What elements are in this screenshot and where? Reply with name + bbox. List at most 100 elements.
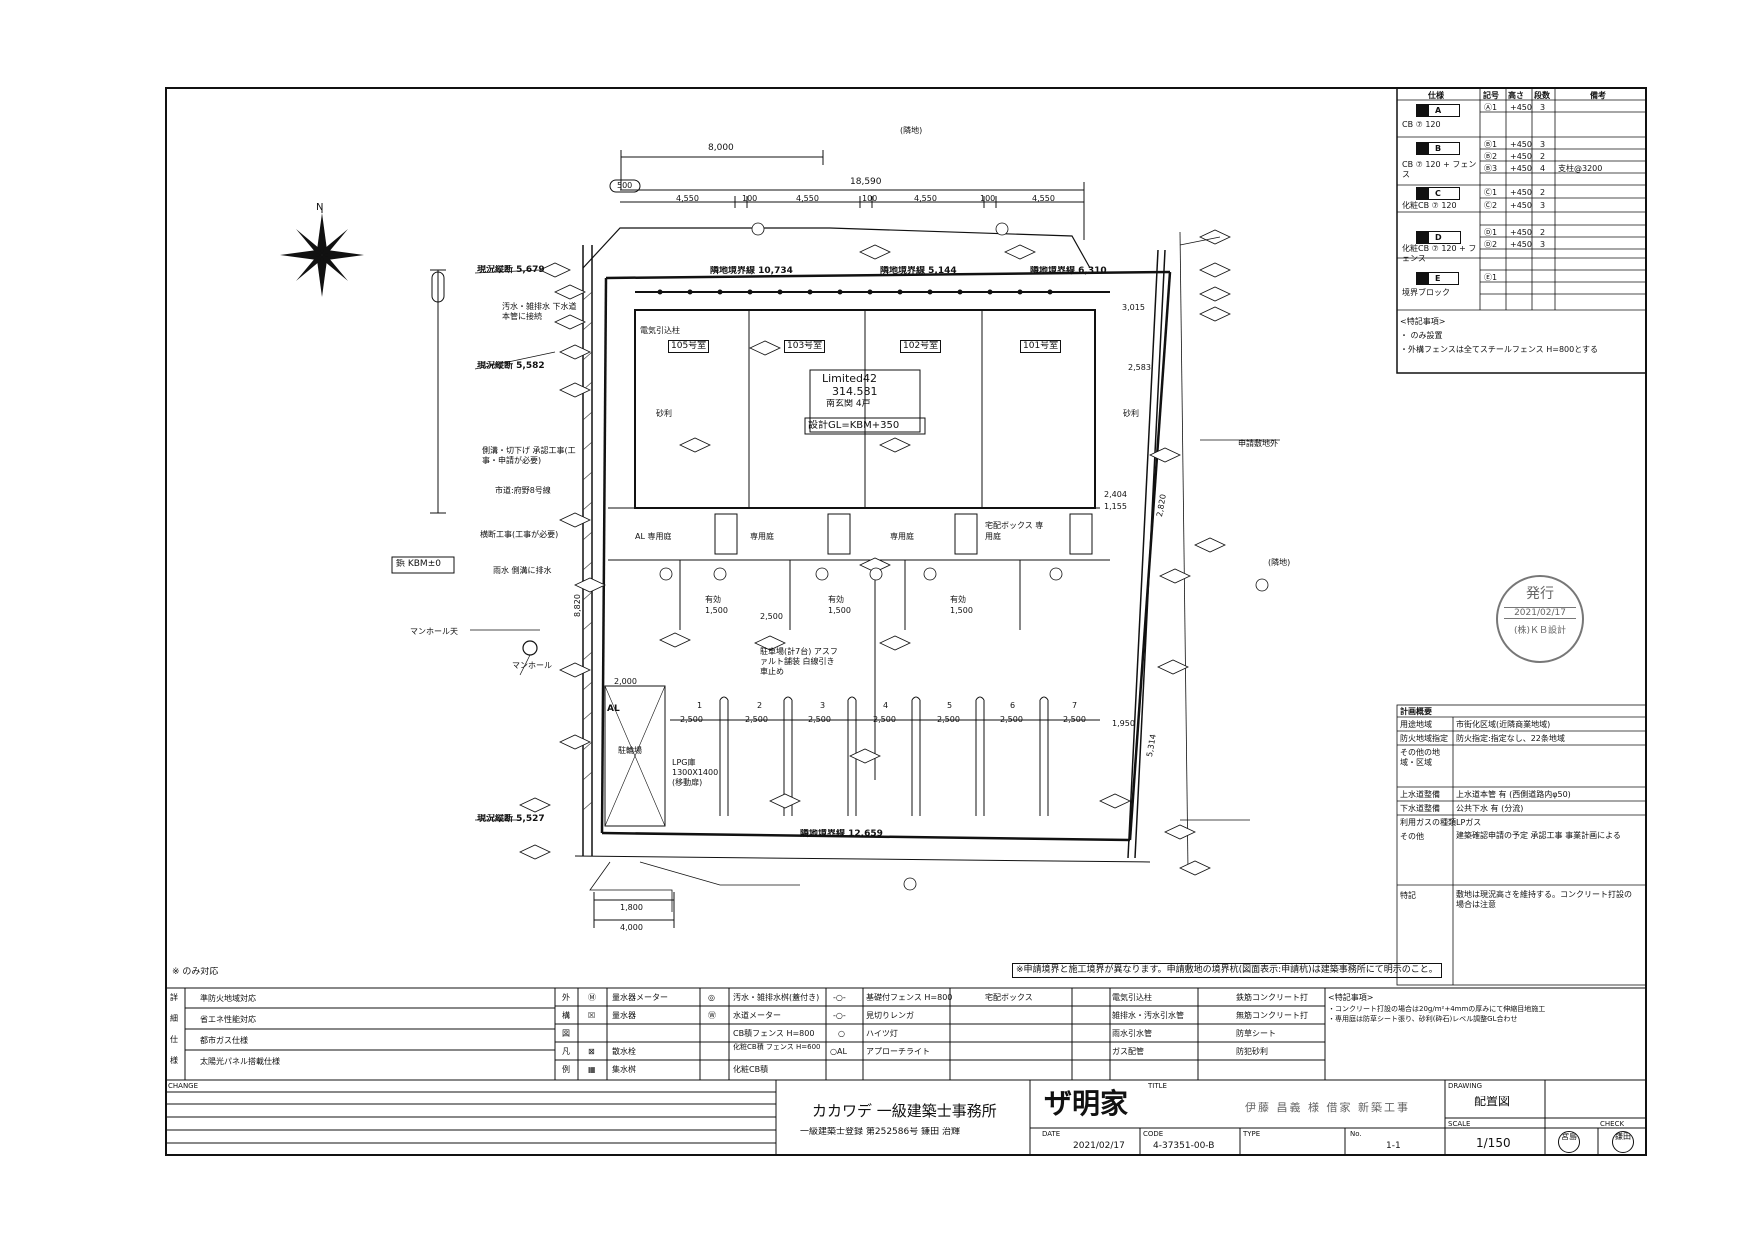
issue-stamp: 発行 2021/02/17 (株)ＫＢ設計 [1496,575,1584,663]
spec-row-d-spec: 化粧CB ⑦ 120 + フェンス [1402,244,1477,263]
legend-outer-5: 例 [562,1065,570,1074]
electric-pole: 電気引込柱 [640,326,680,335]
legend-c3-sym-1: -○- [833,1011,846,1020]
private-garden-row [608,507,1110,780]
dim-top-g: 4,550 [1032,194,1055,203]
dim-left-a: 8,820 [572,594,582,617]
park-6: 6 [1010,701,1016,710]
legend-note-1: ・コンクリート打設の場合は20g/m²+4mmの厚みにて伸縮目地施工 [1328,1005,1546,1013]
building-gl: 設計GL=KBM+350 [808,420,900,431]
spec-header-note: 備考 [1590,91,1606,100]
parking-note: 駐車場(計7台) アスファルト舗装 白線引き 車止め [760,647,838,676]
legend-item-3: 都市ガス仕様 [200,1036,248,1045]
garden-1: 専用庭 [750,532,774,541]
legend-item-4: 太陽光パネル搭載仕様 [200,1057,280,1066]
dim-h-e: 2,000 [614,677,637,686]
legend-c4-0: 宅配ボックス [985,993,1033,1002]
plan-v-1: 防火指定:指定なし、22条地域 [1456,734,1565,743]
special-2: ・外構フェンスは全てスチールフェンス H=800とする [1400,345,1598,354]
kbm-label: 鋲 KBM±0 [396,559,441,569]
legend-outer-2: 構 [562,1011,570,1020]
legend-c2-4: 化粧CB積 [733,1065,769,1074]
legend-side-2: 細 [170,1014,178,1023]
plan-k-4: 下水道整備 [1400,804,1440,813]
spec-row-d-height1: +450 [1510,228,1532,237]
plan-k-1: 防火地域指定 [1400,734,1448,743]
spec-header-spec: 仕様 [1428,91,1444,100]
spec-row-c-label: C [1416,187,1460,200]
north-label: N [316,202,323,213]
plan-v-7: 敷地は現況高さを維持する。コンクリート打設の場合は注意 [1456,890,1632,909]
code-value: 4-37351-00-B [1153,1141,1215,1151]
spec-row-b-code1: Ⓑ1 [1484,140,1498,149]
dim-h-a: 2,500 [760,612,783,621]
building-sub: 南玄関 4戸 [826,399,871,409]
spec-row-c-code1: Ⓒ1 [1484,188,1498,197]
plan-v-6: 建築確認申請の予定 承認工事 事業計画による [1456,831,1621,840]
plan-k-7: 特記 [1400,891,1416,900]
spec-row-b-code3: Ⓑ3 [1484,164,1498,173]
manhole-label: マンホール [512,661,552,670]
dim-top-b: 100 [742,194,758,203]
spec-table-frame [1396,87,1647,374]
building-name: Limited42 [822,373,878,384]
dim-right-d: 2,404 [1104,490,1127,499]
legend-c3-sym-2: ○ [838,1029,845,1038]
spec-row-b-code2: Ⓑ2 [1484,152,1498,161]
park-7: 7 [1072,701,1078,710]
plan-v-3: 上水道本管 有 (西側道路内φ50) [1456,790,1571,799]
note-rain: 雨水 側溝に排水 [493,566,552,575]
type-label: TYPE [1243,1130,1261,1138]
legend-outer-1: 外 [562,993,570,1002]
bicycle-2: 有効 1,500 [828,595,851,615]
neighbor-right-label: (隣地) [1268,558,1291,567]
kbm-box [391,556,455,574]
room-101: 101号室 [1020,340,1062,353]
building-area: 314.581 [832,386,878,397]
park-1: 1 [697,701,703,710]
spec-row-d-steps1: 2 [1540,228,1546,237]
legend-c2-1: 水道メーター [733,1011,781,1020]
room-102: 102号室 [900,340,942,353]
legend-item-2: 省エネ性能対応 [200,1015,256,1024]
code-label: CODE [1143,1130,1164,1138]
park-2: 2 [757,701,763,710]
dim-right-h: 1,950 [1112,719,1135,728]
spec-row-c-spec: 化粧CB ⑦ 120 [1402,201,1457,210]
legend-c2-0: 汚水・雑排水桝(蓋付き) [733,993,820,1002]
neighbor-top-label: (隣地) [900,126,923,135]
top-dimension-lines [609,150,1085,240]
legend-c6-3: 防犯砂利 [1236,1047,1268,1056]
spec-row-d-height2: +450 [1510,240,1532,249]
plan-v-5: LPガス [1456,818,1482,827]
change-label: CHANGE [168,1082,199,1090]
dim-top-e: 4,550 [914,194,937,203]
garden-2: 専用庭 [890,532,914,541]
boundary-left-3: 現況縦断 5,527 [477,814,545,824]
legend-c1-sym-1: ☒ [588,1011,596,1020]
dim-bottom-b: 4,000 [620,923,643,932]
leader-lines [470,236,1280,821]
legend-c5-1: 雑排水・汚水引水管 [1112,1011,1184,1020]
legend-c6-1: 無筋コンクリート打 [1236,1011,1308,1020]
spec-row-d-code2: Ⓓ2 [1484,240,1498,249]
scale-label: SCALE [1448,1120,1471,1128]
company-name: カカワデ 一級建築士事務所 [812,1102,997,1120]
no-value: 1-1 [1386,1141,1401,1151]
legend-c1-sym-2: ⊠ [588,1047,595,1056]
bike-label: 駐輪場 [618,746,642,755]
spec-row-b-steps2: 2 [1540,152,1546,161]
legend-c1-0: 量水器メーター [612,993,668,1002]
gravel-1: 砂利 [656,409,672,418]
spec-header-height: 高さ [1508,91,1524,100]
gravel-2: 砂利 [1123,409,1139,418]
boundary-left-1: 現況縦断 5,679 [477,265,545,275]
legend-c2-sym-0: ◎ [708,993,715,1002]
dim-bottom-a: 1,800 [620,903,643,912]
manhole-icon [522,640,538,656]
dim-park-f: 2,500 [1000,715,1023,724]
no-label: No. [1350,1130,1362,1138]
spec-header-code: 記号 [1483,91,1499,100]
dim-right-f: 1,155 [1104,502,1127,511]
scale-value: 1/150 [1476,1136,1511,1150]
